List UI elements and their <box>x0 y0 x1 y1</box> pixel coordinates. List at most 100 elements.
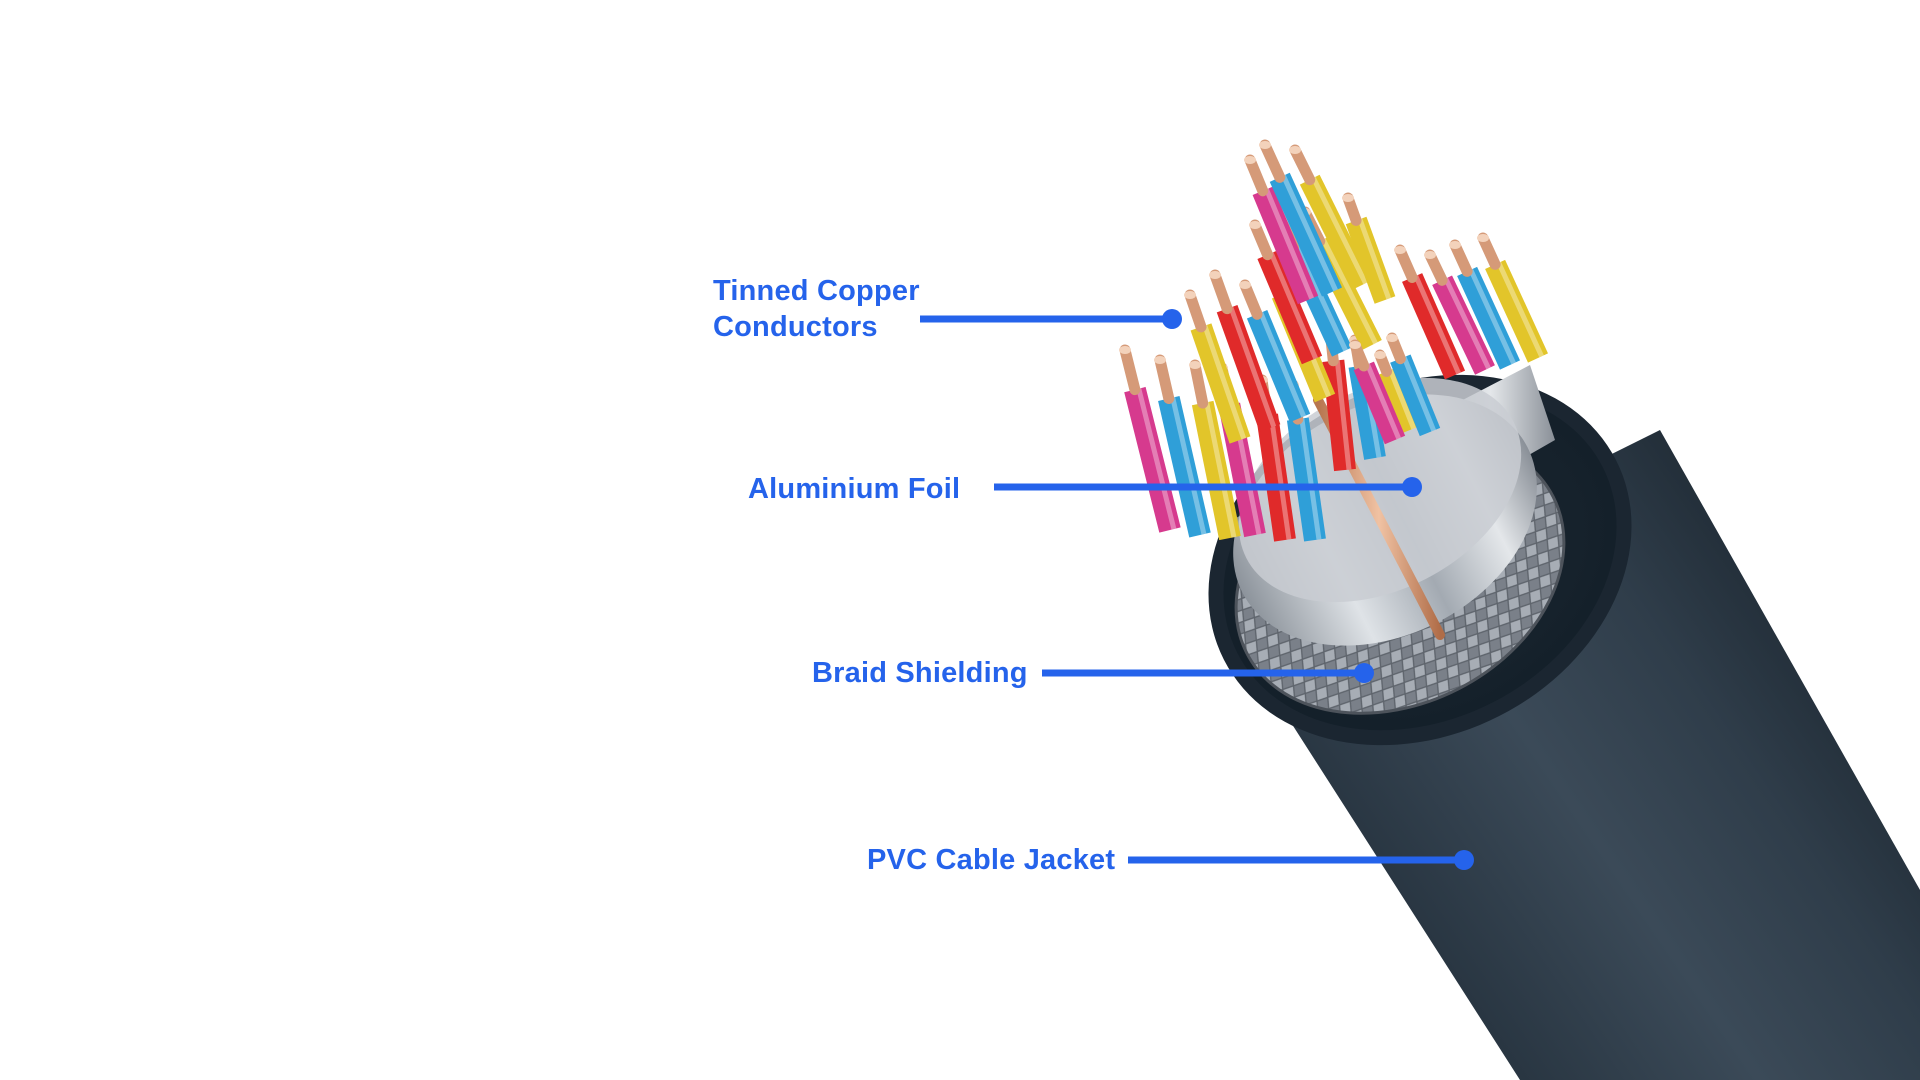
leader-conductors <box>920 309 1182 329</box>
conductor-wire <box>1244 154 1319 305</box>
wire-insulation <box>1256 413 1296 542</box>
conductor-wire <box>1249 219 1323 365</box>
wire-insulation <box>1345 216 1396 304</box>
wire-insulation <box>1286 417 1326 542</box>
conductor-wire <box>1386 332 1441 437</box>
wire-highlight <box>1496 261 1544 358</box>
leader-foil <box>994 477 1422 497</box>
copper-tip <box>1244 156 1256 164</box>
conductor-wire <box>1449 239 1520 370</box>
wire-insulation <box>1190 323 1251 444</box>
wire-insulation <box>1252 186 1319 305</box>
copper-tip <box>1249 221 1261 229</box>
copper-tip <box>1349 341 1361 349</box>
wire-insulation <box>1322 359 1356 472</box>
copper-core <box>1154 354 1175 404</box>
wire-highlight <box>1268 414 1292 540</box>
wire-highlight <box>1443 277 1491 370</box>
conductor-wire <box>1154 354 1211 538</box>
wire-insulation <box>1216 304 1281 432</box>
wire-highlight <box>1334 360 1352 470</box>
copper-tip <box>1259 141 1271 149</box>
conductor-wire <box>1424 249 1495 375</box>
wire-highlight <box>1264 188 1315 300</box>
wire-highlight <box>1204 401 1237 538</box>
label-braid-shielding: Braid Shielding <box>812 655 1028 691</box>
wire-insulation <box>1376 367 1421 435</box>
wire-highlight <box>1268 252 1318 360</box>
wire-insulation <box>1299 174 1372 290</box>
copper-tip <box>1239 281 1251 289</box>
wire-highlight <box>1413 274 1461 375</box>
label-line: Braid Shielding <box>812 657 1028 689</box>
copper-tip <box>1342 194 1354 202</box>
copper-core <box>1477 232 1501 270</box>
copper-core <box>1209 269 1233 315</box>
insulated-conductors <box>1119 139 1548 542</box>
wire-highlight <box>1299 418 1322 540</box>
wire-highlight <box>1170 397 1207 535</box>
wire-highlight <box>1401 356 1437 432</box>
copper-tip <box>1184 291 1196 299</box>
wire-highlight <box>1357 218 1392 300</box>
wire-insulation <box>1191 400 1241 541</box>
copper-tip <box>1394 246 1406 254</box>
copper-core <box>1449 239 1473 277</box>
label-line: Tinned Copper <box>713 275 920 307</box>
copper-core <box>1119 344 1141 396</box>
conductor-wire <box>1289 144 1372 290</box>
label-line: PVC Cable Jacket <box>867 844 1116 876</box>
conductor-wire <box>1394 244 1466 380</box>
conductor-wire <box>1209 269 1281 432</box>
conductor-wire <box>1239 279 1311 423</box>
conductor-wire <box>1374 349 1421 435</box>
wire-insulation <box>1390 354 1441 437</box>
conductor-wire <box>1184 289 1251 444</box>
conductor-wire <box>1189 359 1241 541</box>
wire-insulation <box>1353 361 1406 445</box>
wire-insulation <box>1457 266 1520 370</box>
leader-braid <box>1042 663 1374 683</box>
conductor-wire <box>1349 339 1406 445</box>
copper-core <box>1289 144 1316 186</box>
label-line: Aluminium Foil <box>748 473 961 505</box>
leader-jacket <box>1128 850 1474 870</box>
wire-insulation <box>1432 275 1495 375</box>
copper-tip <box>1477 234 1489 242</box>
label-aluminium-foil: Aluminium Foil <box>748 471 960 507</box>
wire-highlight <box>1387 369 1417 430</box>
copper-tip <box>1209 271 1221 279</box>
copper-tip <box>1289 146 1301 154</box>
wire-insulation <box>1485 259 1548 363</box>
copper-tip <box>1386 334 1398 342</box>
copper-core <box>1189 359 1209 409</box>
wire-highlight <box>1468 268 1516 365</box>
label-tinned-copper-conductors: Tinned Copper Conductors <box>713 273 920 345</box>
wire-highlight <box>1281 174 1338 292</box>
wire-highlight <box>1311 176 1368 285</box>
wire-insulation <box>1246 310 1311 423</box>
wire-highlight <box>1136 388 1177 530</box>
conductor-wire <box>1119 344 1181 533</box>
wire-insulation <box>1269 172 1343 297</box>
wire-highlight <box>1202 324 1247 440</box>
copper-core <box>1259 139 1286 183</box>
wire-highlight <box>1228 306 1277 428</box>
wire-highlight <box>1365 363 1401 440</box>
wire-highlight <box>1258 311 1307 418</box>
conductor-wire <box>1342 192 1396 304</box>
copper-tip <box>1374 351 1386 359</box>
wire-insulation <box>1158 396 1211 538</box>
conductor-wire <box>1477 232 1548 363</box>
wire-insulation <box>1402 273 1466 380</box>
copper-tip <box>1119 346 1131 354</box>
wire-insulation <box>1124 386 1181 533</box>
conductor-wire <box>1259 139 1343 297</box>
copper-core <box>1244 154 1269 197</box>
label-line: Conductors <box>713 311 878 343</box>
label-pvc-cable-jacket: PVC Cable Jacket <box>867 842 1115 878</box>
wire-highlight <box>1295 244 1348 352</box>
